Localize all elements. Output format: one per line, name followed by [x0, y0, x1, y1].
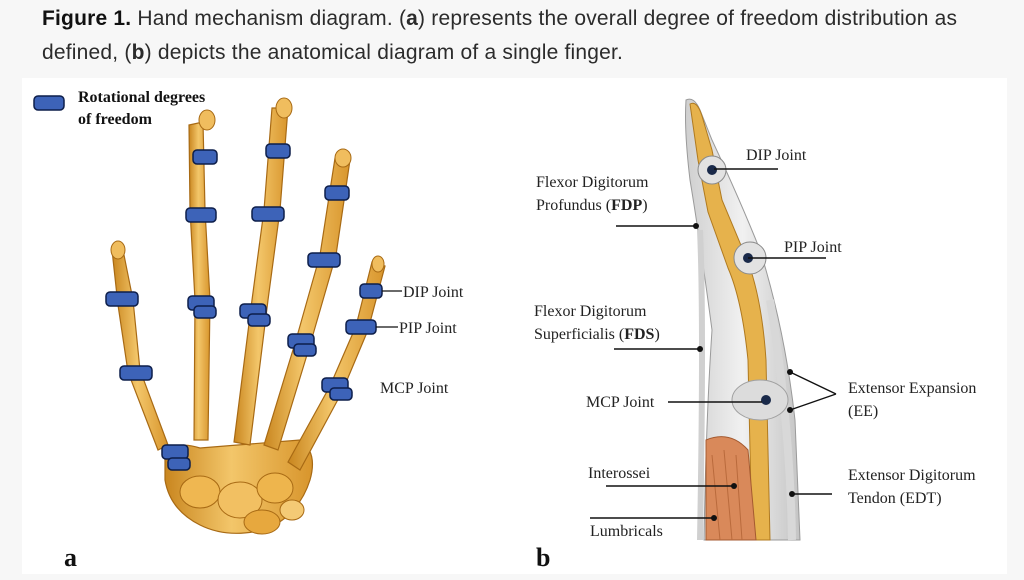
label-mcp-joint-a: MCP Joint: [380, 380, 449, 397]
figure-caption: Figure 1. Hand mechanism diagram. (a) re…: [42, 7, 958, 64]
hand-skeleton: [110, 97, 386, 535]
joint-markers: [105, 143, 383, 471]
label-fdp-line-1: Flexor Digitorum: [536, 174, 649, 191]
label-ee-line-1: Extensor Expansion: [848, 380, 976, 397]
label-edt-line-2: Tendon (EDT): [848, 490, 942, 507]
label-mcp-joint-b: MCP Joint: [586, 394, 655, 411]
label-interossei: Interossei: [588, 465, 651, 482]
label-dip-joint-a: DIP Joint: [403, 284, 464, 301]
finger-anatomy: [685, 98, 801, 541]
label-dip-joint-b: DIP Joint: [746, 147, 807, 164]
legend: Rotational degrees of freedom: [33, 89, 205, 128]
panel-letter-a: a: [64, 543, 77, 572]
label-fds-line-1: Flexor Digitorum: [534, 303, 647, 320]
label-pip-joint-b: PIP Joint: [784, 239, 842, 256]
label-ee-line-2: (EE): [848, 403, 878, 420]
panel-letter-b: b: [536, 543, 550, 572]
label-pip-joint-a: PIP Joint: [399, 320, 457, 337]
legend-line-1: Rotational degrees: [78, 89, 205, 106]
label-fdp-line-2: Profundus (FDP): [536, 197, 648, 214]
label-edt-line-1: Extensor Digitorum: [848, 467, 976, 484]
label-lumbricals: Lumbricals: [590, 523, 663, 540]
label-fds-line-2: Superficialis (FDS): [534, 326, 660, 343]
figure-label: Figure 1.: [42, 7, 132, 30]
legend-swatch: [33, 95, 65, 111]
legend-line-2: of freedom: [78, 111, 153, 128]
